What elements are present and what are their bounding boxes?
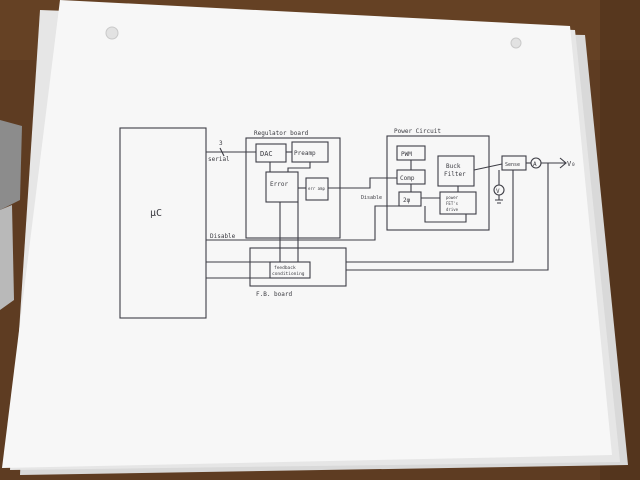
feedback-label-1: feedback [274, 265, 296, 271]
disable-right-label: Disable [361, 195, 382, 201]
err-amp-small-block [305, 177, 329, 201]
erramp-to-comp [328, 177, 397, 189]
power-circuit-title: Power Circuit [394, 128, 441, 135]
sense-to-fb [346, 170, 514, 263]
output-arrow [559, 157, 567, 169]
ammeter-label: A [533, 161, 537, 168]
serial-label: serial [208, 156, 230, 163]
buck-filter-block [437, 155, 475, 187]
buck-to-sense [473, 163, 503, 171]
feedback-label-2: conditioning [272, 271, 305, 277]
disable-line [206, 205, 399, 241]
fb-board-title: F.B. board [256, 291, 293, 298]
two-phase-block [398, 191, 422, 207]
punch-hole-right [510, 37, 522, 49]
microcontroller-label: µC [150, 208, 162, 219]
output-label: V₀ [567, 160, 575, 168]
fets-feedback [424, 206, 467, 223]
microcontroller-block [119, 127, 207, 319]
buck-label: Buck [446, 163, 461, 170]
serial-bus-tick [219, 147, 225, 157]
comp-label: Comp [400, 175, 415, 182]
pwm-label: PWM [401, 151, 412, 158]
voltmeter-label: V [496, 188, 500, 195]
dac-block [255, 143, 287, 163]
preamp-label: Preamp [294, 150, 316, 157]
err-amp-small-label: err amp [308, 186, 325, 191]
power-circuit-outline [386, 135, 490, 231]
power-fets-label-2: FET's [446, 201, 459, 206]
serial-bits-label: 3 [219, 140, 223, 147]
two-phase-label: 2φ [403, 197, 411, 204]
filter-label: Filter [444, 171, 466, 178]
regulator-board-title: Regulator board [254, 130, 309, 137]
dac-label: DAC [260, 150, 273, 158]
punch-hole-left [105, 26, 119, 40]
power-fets-label-3: drive [446, 207, 459, 212]
error-amp-label: Error [270, 181, 288, 188]
binder-clip [0, 120, 22, 210]
error-amp-block [265, 171, 299, 203]
output-to-fb [346, 163, 549, 271]
disable-left-label: Disable [210, 233, 236, 240]
feedback-conditioning-block [269, 261, 311, 279]
preamp-to-error [287, 162, 311, 172]
binder-clip-lower [0, 205, 14, 310]
paper-sheet [2, 0, 612, 468]
sense-label: Sense [505, 162, 520, 168]
power-fets-label-1: power [446, 195, 459, 200]
